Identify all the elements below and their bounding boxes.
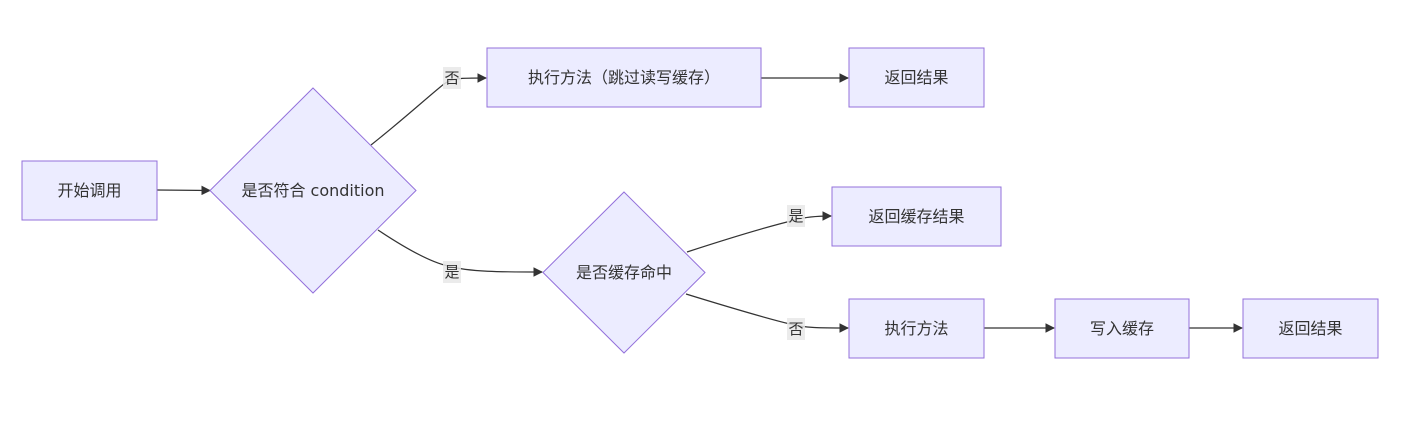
svg-text:写入缓存: 写入缓存 [1090,319,1154,338]
node-condition-decision: 是否符合 condition [209,87,417,294]
svg-text:是: 是 [444,263,459,281]
svg-text:是否缓存命中: 是否缓存命中 [576,263,672,282]
svg-text:否: 否 [444,69,459,87]
svg-text:返回缓存结果: 返回缓存结果 [868,207,964,226]
node-return-result-top: 返回结果 [848,47,985,108]
svg-text:执行方法（跳过读写缓存）: 执行方法（跳过读写缓存） [528,68,720,87]
edge-label-cache-hit-no: 否 [787,318,805,340]
svg-text:是: 是 [788,207,803,225]
svg-text:开始调用: 开始调用 [57,181,121,200]
svg-text:执行方法: 执行方法 [884,319,948,338]
svg-text:否: 否 [788,320,803,338]
node-execute-method: 执行方法 [848,298,985,359]
node-start-call: 开始调用 [21,160,158,221]
node-return-cached-result: 返回缓存结果 [831,186,1002,247]
node-return-result-bottom: 返回结果 [1242,298,1379,359]
edge-label-condition-no: 否 [443,67,461,89]
node-cache-hit-decision: 是否缓存命中 [542,191,706,354]
svg-text:返回结果: 返回结果 [1278,319,1342,338]
edge-condition-no [370,73,487,146]
svg-text:是否符合 condition: 是否符合 condition [241,181,384,200]
edge-cache-hit-yes [686,211,832,253]
edge-start-to-condition [156,185,211,196]
edge-label-cache-hit-yes: 是 [787,205,805,227]
node-execute-skip-cache: 执行方法（跳过读写缓存） [486,47,762,108]
svg-text:返回结果: 返回结果 [884,68,948,87]
node-write-cache: 写入缓存 [1054,298,1190,359]
edge-label-condition-yes: 是 [443,261,461,283]
edge-cache-hit-no [685,293,849,333]
